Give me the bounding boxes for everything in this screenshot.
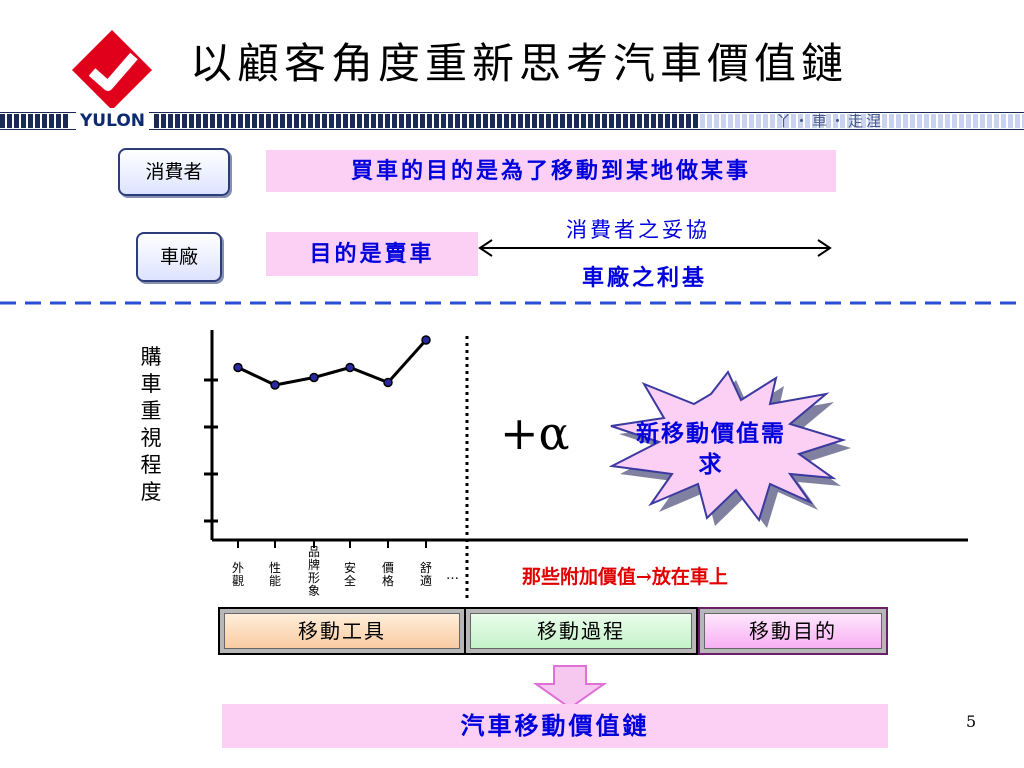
x-tick-label: 品牌形象 (307, 545, 320, 598)
consumer-purpose: 買車的目的是為了移動到某地做某事 (266, 150, 836, 192)
page-title: 以顧客角度重新思考汽車價值鏈 (190, 39, 849, 88)
consumer-label: 消費者 (118, 148, 230, 196)
data-point (309, 372, 319, 383)
slogan: 丫・車・走涅 (776, 112, 885, 130)
new-mobility-value-demand: 新移動價值需求 (636, 420, 786, 478)
y-axis-label-char: 視 (140, 426, 162, 450)
y-axis-label-char: 程 (140, 453, 162, 477)
y-axis-label-char: 購 (140, 345, 162, 369)
x-tick-label: 外觀 (231, 561, 244, 588)
importance-line-chart (204, 330, 968, 600)
y-axis-label-char: 車 (140, 372, 162, 396)
chain-step-mobility-process: 移動過程 (464, 607, 698, 655)
y-axis-label-char: 重 (140, 399, 162, 423)
data-point (421, 335, 431, 345)
chain-step-mobility-purpose: 移動目的 (698, 607, 888, 655)
y-axis-label-char: 度 (140, 480, 162, 504)
data-point (383, 377, 393, 388)
brand-logo-text: YULON (76, 110, 150, 132)
added-value-caption: 那些附加價值→放在車上 (522, 566, 728, 588)
value-chain-label: 汽車移動價值鏈 (222, 704, 888, 748)
yulon-logo (72, 30, 152, 110)
x-tick-ellipsis: … (446, 568, 459, 583)
page-number: 5 (966, 712, 977, 731)
section-divider (0, 301, 1024, 305)
y-axis-label: 購車重視程度 (136, 344, 166, 506)
down-arrow (532, 665, 608, 710)
series-line (237, 339, 428, 387)
data-point (345, 362, 355, 373)
maker-purpose: 目的是賣車 (266, 232, 478, 276)
plus-alpha: +α (500, 406, 570, 460)
maker-profit-label: 車廠之利基 (582, 265, 708, 291)
starburst (608, 370, 851, 528)
x-tick-label: 舒適 (419, 561, 432, 588)
x-tick-label: 性能 (268, 561, 281, 588)
maker-label: 車廠 (136, 232, 222, 282)
x-tick-label: 價格 (381, 561, 394, 588)
double-headed-arrow (478, 239, 832, 257)
consumer-compromise-label: 消費者之妥協 (566, 218, 710, 242)
data-point (270, 380, 280, 390)
x-tick-label: 安全 (343, 561, 356, 588)
header-stripe (0, 108, 1024, 134)
data-point (233, 362, 243, 373)
chain-step-mobility-tool: 移動工具 (218, 607, 466, 655)
